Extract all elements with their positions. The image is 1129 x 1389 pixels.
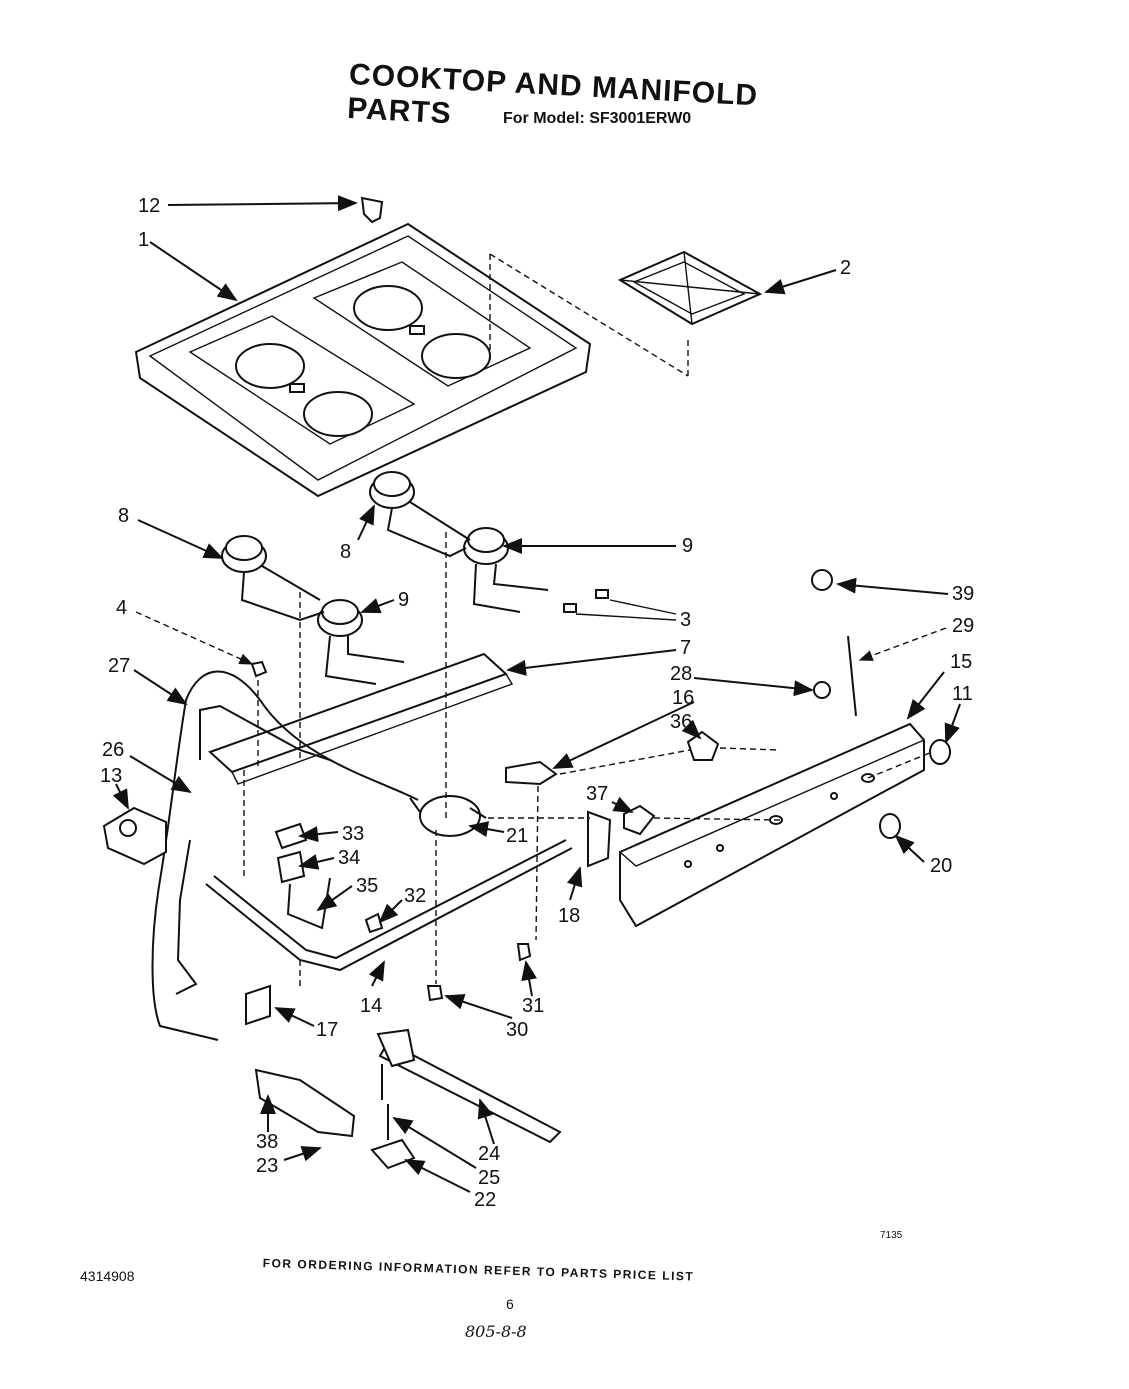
callout-24: 24: [478, 1143, 500, 1165]
part-2-grate: [617, 250, 763, 326]
figure-code: 7135: [880, 1230, 903, 1241]
callout-15: 15: [950, 651, 972, 673]
part-16-valve: [505, 760, 558, 786]
callout-18: 18: [558, 905, 580, 927]
handwritten-note: 805-8-8: [465, 1322, 527, 1341]
assembly-guide-lines: [243, 253, 933, 990]
model-subtitle: For Model: SF3001ERW0: [503, 110, 692, 127]
callout-25: 25: [478, 1167, 500, 1189]
part-11-knob: [929, 739, 951, 765]
part-30-screw: [426, 985, 444, 1002]
part-21-regulator: [409, 795, 487, 837]
part-37-bracket: [623, 804, 656, 836]
callout-9-left: 9: [398, 589, 409, 611]
callout-35: 35: [356, 875, 378, 897]
callout-labels: 12 1 2 8 8 9 9 3 39 4 7 29 27 28 15 16 1…: [100, 195, 974, 1211]
callout-29: 29: [952, 615, 974, 637]
callout-8-right: 8: [340, 541, 351, 563]
callout-20: 20: [930, 855, 952, 877]
callout-1: 1: [138, 229, 149, 251]
callout-leaders: [112, 195, 961, 1193]
part-31-screw: [516, 943, 532, 962]
callout-37: 37: [586, 783, 608, 805]
callout-7: 7: [680, 637, 691, 659]
part-32-fitting: [364, 912, 384, 934]
callout-28: 28: [670, 663, 692, 685]
callout-30: 30: [506, 1019, 528, 1041]
callout-4: 4: [116, 597, 127, 619]
part-18-bracket: [587, 810, 612, 868]
callout-21: 21: [506, 825, 528, 847]
document-number: 4314908: [80, 1268, 135, 1284]
part-1-cooktop: [134, 222, 592, 498]
callout-32: 32: [404, 885, 426, 907]
callout-13: 13: [100, 765, 122, 787]
page-number: 6: [506, 1296, 514, 1312]
burner-assembly-left: [221, 535, 405, 685]
callout-17: 17: [316, 1019, 338, 1041]
part-13-valve: [102, 806, 167, 866]
callout-3: 3: [680, 609, 691, 631]
callout-14: 14: [360, 995, 382, 1017]
part-20-knob: [879, 813, 901, 839]
part-7-burner-bar: [208, 652, 514, 785]
part-36-bracket: [686, 730, 720, 761]
part-28-screw: [813, 681, 831, 699]
callout-34: 34: [338, 847, 360, 869]
callout-23: 23: [256, 1155, 278, 1177]
part-35-wire: [286, 877, 331, 930]
part-17-bracket: [245, 984, 271, 1026]
callout-39: 39: [952, 583, 974, 605]
part-39-cap: [811, 569, 833, 591]
callout-38: 38: [256, 1131, 278, 1153]
callout-11: 11: [952, 683, 973, 705]
callout-2: 2: [840, 257, 851, 279]
callout-36: 36: [670, 711, 692, 733]
callout-26: 26: [102, 739, 124, 761]
part-12-bracket: [360, 196, 384, 224]
callout-31: 31: [522, 995, 544, 1017]
part-15-control-panel: [619, 722, 925, 928]
oven-burner-assembly: [254, 1028, 562, 1170]
part-29-rod: [847, 635, 857, 717]
callout-16: 16: [672, 687, 694, 709]
callout-9-right: 9: [682, 535, 693, 557]
callout-12: 12: [138, 195, 160, 217]
part-4-nut: [250, 660, 268, 678]
burner-assembly-right: [369, 471, 609, 613]
callout-27: 27: [108, 655, 130, 677]
part-14-manifold: [205, 839, 573, 972]
callout-8-left: 8: [118, 505, 129, 527]
callout-33: 33: [342, 823, 364, 845]
part-34-switch: [276, 850, 306, 884]
callout-22: 22: [474, 1189, 496, 1211]
